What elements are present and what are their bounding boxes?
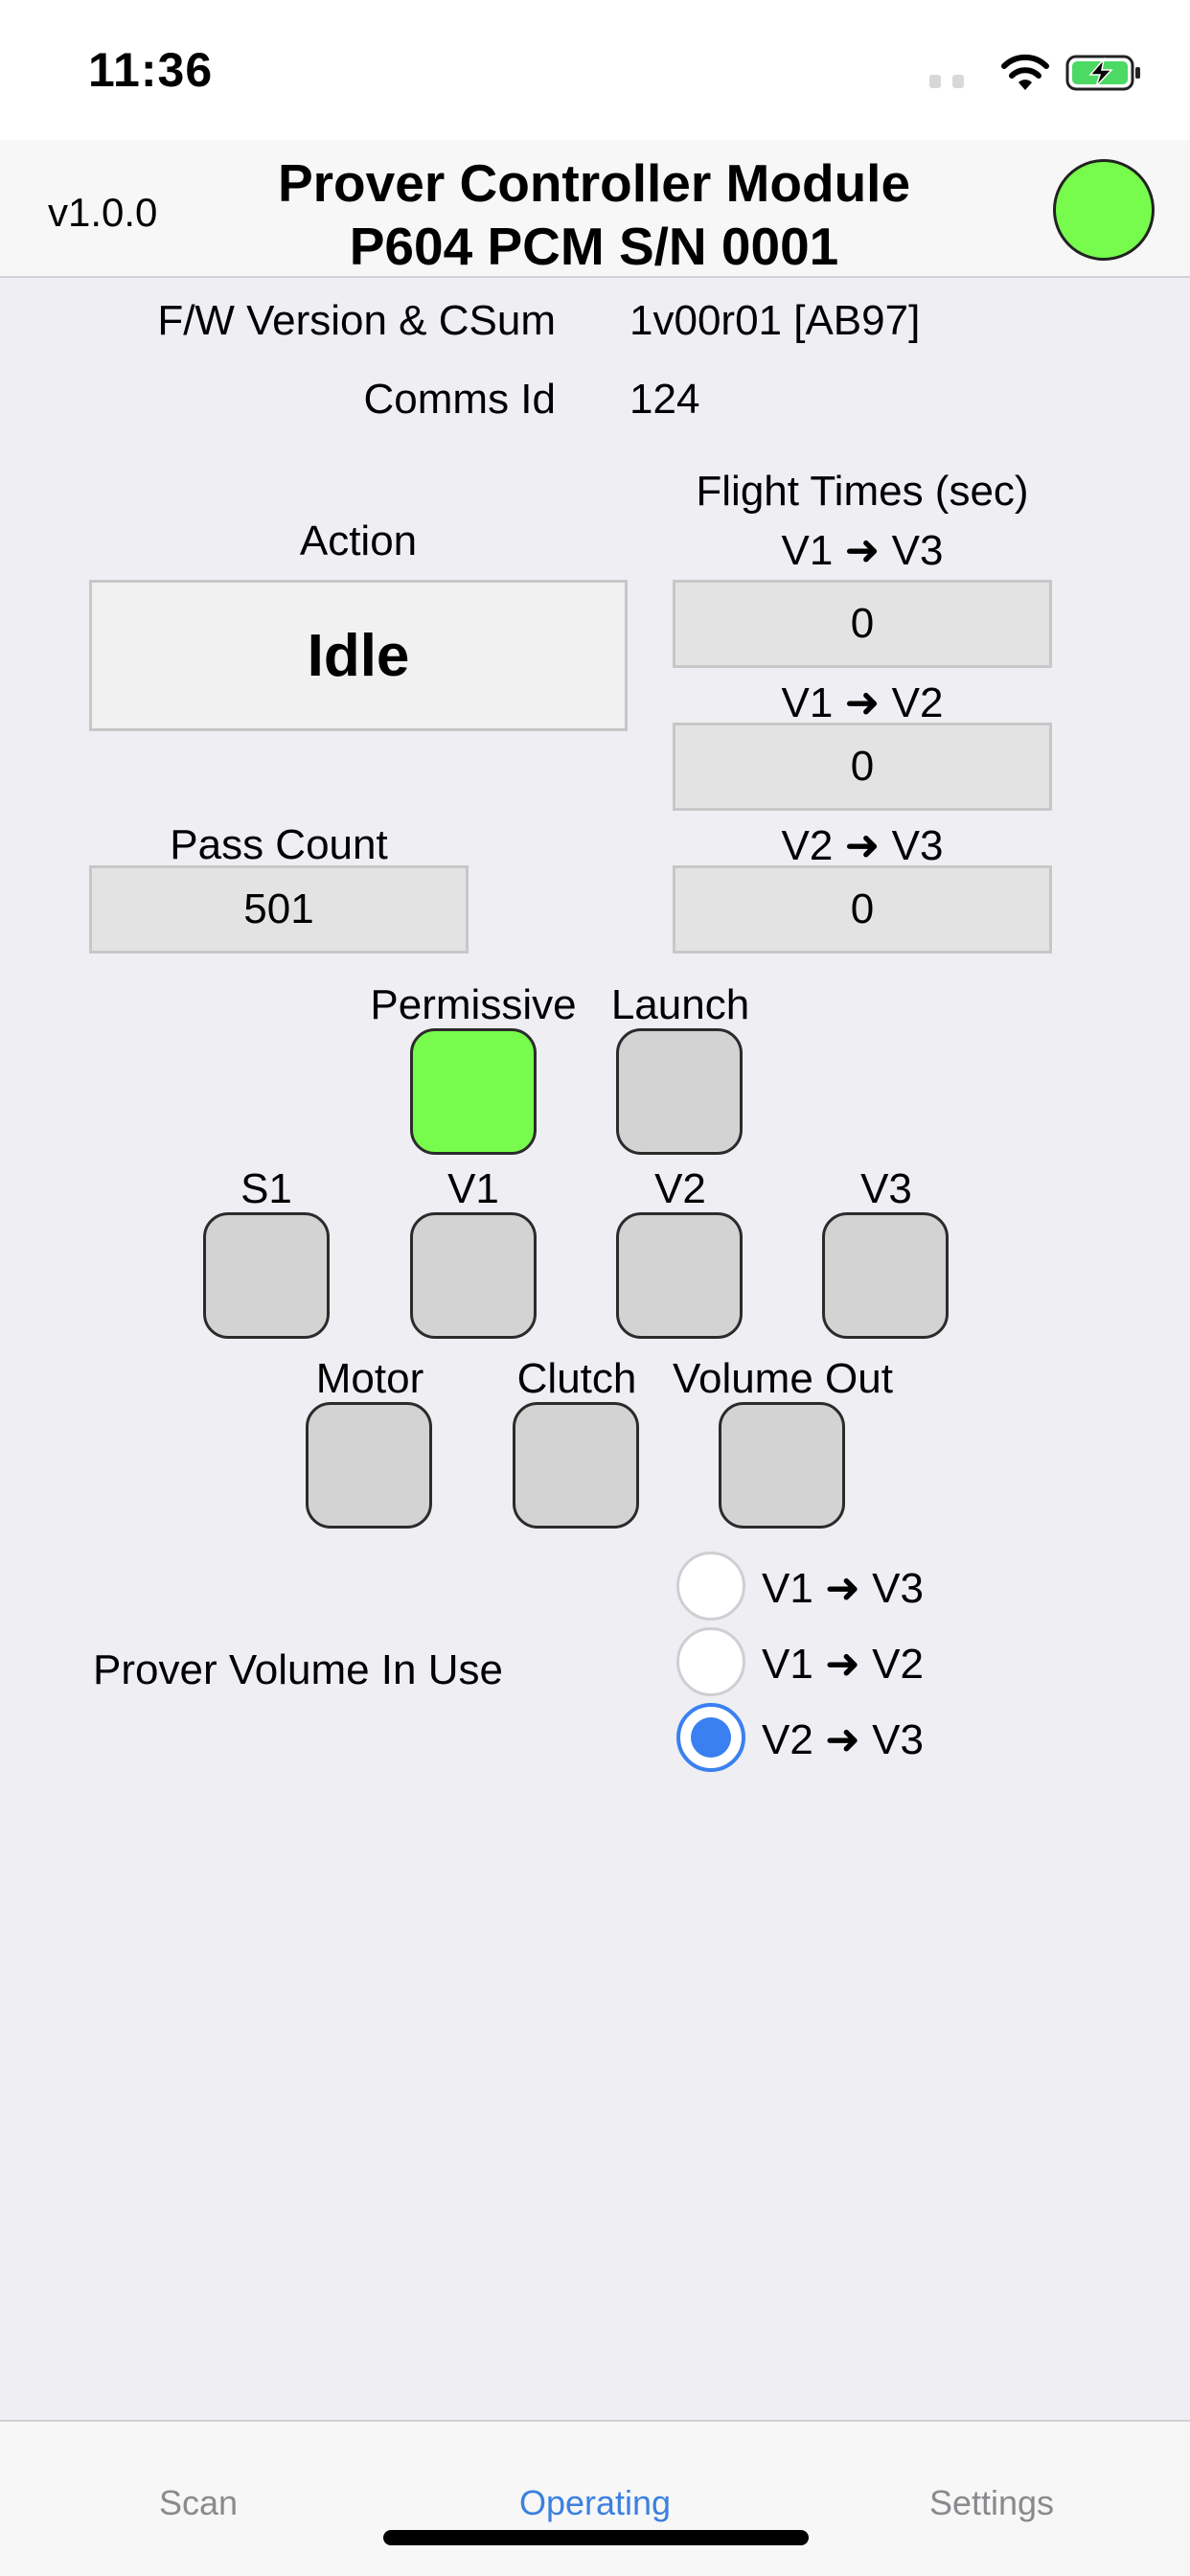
status-time: 11:36	[88, 43, 214, 97]
volume-out-label: Volume Out	[673, 1355, 893, 1402]
motor-indicator	[306, 1402, 432, 1529]
flight-time-v1-v2-label: V1 ➜ V2	[781, 679, 944, 726]
prover-volume-option-v1-v3[interactable]: V1 ➜ V3	[762, 1565, 924, 1612]
v1-indicator	[410, 1212, 537, 1339]
prover-volume-radio-v2-v3[interactable]	[676, 1703, 745, 1772]
prover-volume-option-v2-v3[interactable]: V2 ➜ V3	[762, 1716, 924, 1763]
flight-time-v2-v3-value: 0	[673, 865, 1052, 954]
v2-label: V2	[654, 1165, 706, 1212]
title-line-2: P604 PCM S/N 0001	[349, 217, 839, 276]
motor-label: Motor	[315, 1355, 424, 1402]
status-bar: 11:36	[0, 0, 1190, 140]
clutch-indicator	[513, 1402, 639, 1529]
tab-bar: Scan Operating Settings	[0, 2420, 1190, 2576]
comms-id-value: 124	[629, 376, 700, 423]
flight-times-title: Flight Times (sec)	[696, 468, 1029, 515]
fw-version-value: 1v00r01 [AB97]	[629, 297, 921, 344]
launch-label: Launch	[610, 981, 750, 1028]
fw-version-label: F/W Version & CSum	[157, 297, 556, 344]
flight-time-v1-v3-value: 0	[673, 580, 1052, 668]
action-label: Action	[299, 518, 418, 564]
tab-settings[interactable]: Settings	[928, 2483, 1055, 2522]
prover-volume-label: Prover Volume In Use	[93, 1646, 503, 1693]
s1-indicator	[203, 1212, 330, 1339]
tab-operating[interactable]: Operating	[518, 2483, 672, 2522]
volume-out-indicator	[719, 1402, 845, 1529]
cellular-signal-icon	[929, 75, 977, 88]
flight-time-v1-v3-label: V1 ➜ V3	[781, 527, 944, 574]
connection-status-indicator	[1053, 159, 1155, 261]
tab-scan[interactable]: Scan	[158, 2483, 239, 2522]
s1-label: S1	[240, 1165, 292, 1212]
prover-volume-radio-v1-v3[interactable]	[676, 1552, 745, 1621]
v2-indicator	[616, 1212, 743, 1339]
wifi-icon	[1001, 54, 1049, 90]
home-indicator	[383, 2530, 809, 2545]
flight-time-v2-v3-label: V2 ➜ V3	[781, 822, 944, 869]
header: v1.0.0 Prover Controller Module P604 PCM…	[0, 140, 1190, 278]
app-version: v1.0.0	[48, 190, 158, 235]
prover-volume-option-v1-v2[interactable]: V1 ➜ V2	[762, 1641, 924, 1688]
v1-label: V1	[447, 1165, 499, 1212]
action-display: Idle	[89, 580, 628, 731]
permissive-indicator	[410, 1028, 537, 1155]
pass-count-value: 501	[89, 865, 469, 954]
prover-volume-radio-v1-v2[interactable]	[676, 1627, 745, 1696]
clutch-label: Clutch	[516, 1355, 637, 1402]
flight-time-v1-v2-value: 0	[673, 723, 1052, 811]
comms-id-label: Comms Id	[363, 376, 556, 423]
v3-indicator	[822, 1212, 949, 1339]
v3-label: V3	[860, 1165, 912, 1212]
battery-charging-icon	[1065, 55, 1140, 91]
permissive-label: Permissive	[370, 981, 577, 1028]
launch-indicator	[616, 1028, 743, 1155]
page-title: Prover Controller Module P604 PCM S/N 00…	[211, 151, 977, 278]
pass-count-label: Pass Count	[170, 821, 388, 868]
title-line-1: Prover Controller Module	[277, 153, 911, 213]
